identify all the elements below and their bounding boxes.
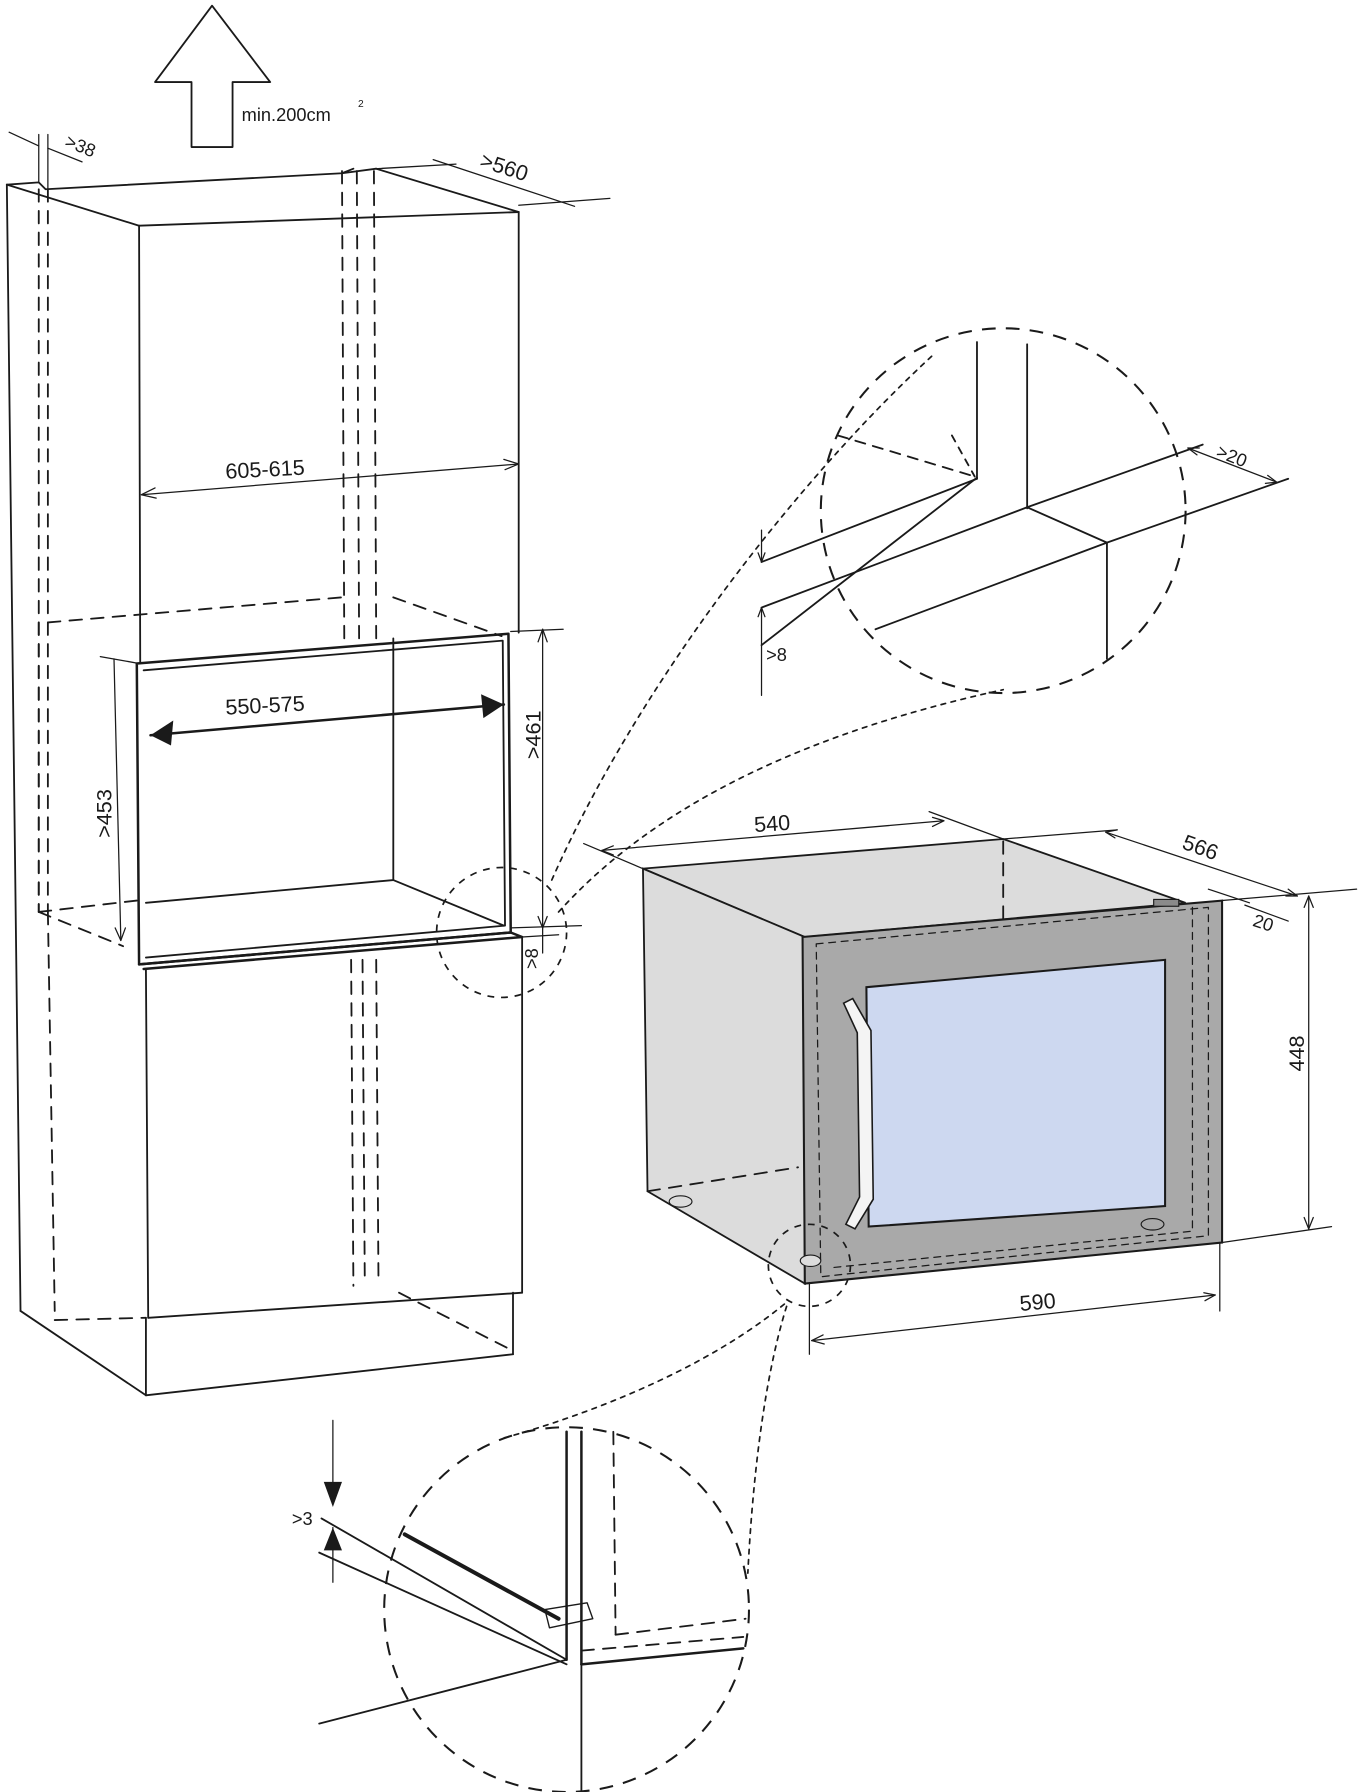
detail-leader-bottom-2 <box>746 1305 788 1574</box>
dim-niche-height-rear <box>510 628 564 929</box>
dim-door-depth <box>1207 888 1358 922</box>
dim-appliance-depth-label: 566 <box>1179 829 1221 865</box>
dim-door-gap <box>323 1419 342 1583</box>
dim-niche-width <box>149 694 506 746</box>
appliance <box>642 838 1224 1286</box>
detail-leader-bottom <box>500 1303 786 1440</box>
appliance-glass <box>865 958 1167 1228</box>
dim-appliance-height <box>1221 895 1333 1244</box>
detail-leader-top <box>550 352 936 881</box>
dim-appliance-width <box>583 811 1004 870</box>
dim-front-width-label: 590 <box>1019 1288 1057 1316</box>
dim-door-depth-label: 20 <box>1250 909 1276 935</box>
tall-cabinet <box>5 167 524 1397</box>
detail-marker-bottom <box>767 1223 852 1308</box>
dim-outer-width-label: 605-615 <box>225 455 306 484</box>
dim-shelf-gap <box>510 925 583 954</box>
door-handle <box>842 997 875 1230</box>
detail-top-view <box>760 327 1290 695</box>
dim-cabinet-depth-label: >560 <box>477 147 531 186</box>
dim-appliance-depth <box>1002 829 1298 897</box>
ventilation-label-superscript: 2 <box>358 99 364 110</box>
dim-niche-height-front <box>99 655 140 942</box>
detail-marker-top <box>435 866 568 999</box>
dim-detail-floor-gap-label: >8 <box>766 644 787 665</box>
dim-detail-floor-gap <box>757 529 766 696</box>
dim-front-width <box>808 1241 1221 1355</box>
dim-detail-rear-gap <box>1187 447 1278 484</box>
dim-detail-rear-gap-label: >20 <box>1214 440 1251 471</box>
dim-side-clearance <box>8 131 83 190</box>
dim-appliance-width-label: 540 <box>753 810 791 837</box>
detail-leader-top-2 <box>557 688 1005 913</box>
ventilation-arrow-icon <box>154 4 272 148</box>
dim-shelf-gap-label: >8 <box>521 948 542 969</box>
dim-niche-width-label: 550-575 <box>225 691 306 720</box>
dim-niche-height-front-label: >453 <box>92 789 117 838</box>
dim-appliance-height-label: 448 <box>1284 1035 1309 1071</box>
dim-cabinet-depth <box>375 158 611 207</box>
dim-outer-width <box>140 458 520 499</box>
ventilation-label: min.200cm <box>242 104 331 125</box>
dim-door-gap-label: >3 <box>292 1508 313 1529</box>
detail-bottom-view <box>318 1426 750 1792</box>
dim-niche-height-rear-label: >461 <box>520 710 545 759</box>
